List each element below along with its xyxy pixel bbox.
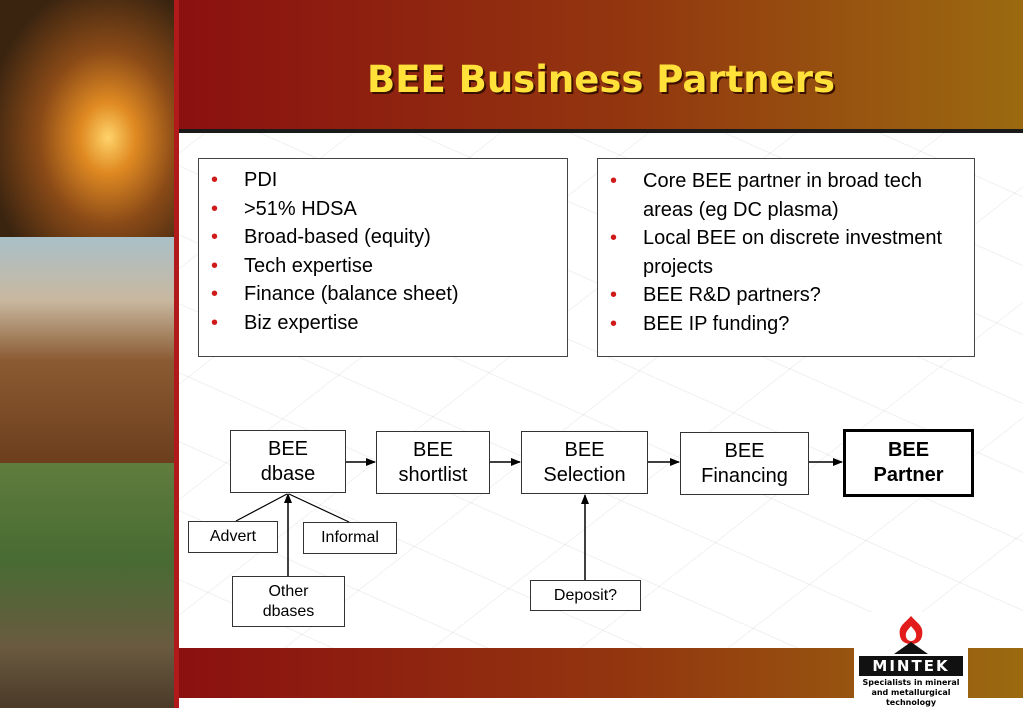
bullet-icon: • — [610, 284, 618, 306]
bullet-icon: • — [211, 254, 219, 277]
input-label: Informal — [321, 529, 379, 546]
bullet-icon: • — [211, 226, 219, 248]
partner-criteria-box: • PDI • >51% HDSA • Broad-based (equity) • T… — [198, 158, 568, 357]
header-divider — [179, 129, 1023, 133]
list-item: • Tech expertise — [209, 252, 557, 281]
list-item-text: Local BEE on discrete investment project… — [643, 227, 943, 278]
mintek-tagline: Specialists in mineral and metallurgical… — [862, 678, 960, 707]
page-title: BEE Business Partners — [367, 58, 835, 101]
photo-strip — [0, 0, 174, 708]
list-item: • Biz expertise — [209, 309, 557, 338]
list-item-text: Core BEE partner in broad tech areas (eg… — [643, 170, 923, 221]
list-item: • Finance (balance sheet) — [209, 280, 557, 309]
line-informal-to-dbase — [288, 493, 350, 523]
line-advert-to-dbase — [235, 493, 288, 522]
flow-node-label: BEE Selection — [543, 438, 626, 486]
list-item: • Broad-based (equity) — [209, 223, 557, 252]
partner-types-list: • Core BEE partner in broad tech areas (e… — [608, 167, 964, 338]
bullet-icon: • — [610, 312, 618, 335]
vertical-accent-rule — [174, 0, 179, 708]
field-workers-photo — [0, 463, 174, 708]
list-item: • Local BEE on discrete investment projec… — [608, 224, 964, 281]
flow-node-bee-selection: BEE Selection — [521, 431, 648, 494]
partner-criteria-list: • PDI • >51% HDSA • Broad-based (equity) • T… — [209, 166, 557, 337]
bullet-icon: • — [211, 283, 219, 305]
flow-node-label: BEE dbase — [260, 437, 316, 485]
flow-node-label: BEE shortlist — [398, 438, 468, 486]
smelter-photo — [0, 0, 174, 237]
list-item-text: BEE IP funding? — [643, 312, 790, 335]
flow-node-label: BEE Partner — [873, 439, 944, 486]
bullet-icon: • — [211, 197, 219, 220]
bullet-icon: • — [610, 170, 618, 192]
list-item-text: Biz expertise — [244, 311, 359, 334]
input-other-dbases: Other dbases — [232, 576, 345, 627]
list-item-text: PDI — [244, 169, 278, 191]
mintek-logo: MINTEK Specialists in mineral and metall… — [854, 612, 968, 707]
input-deposit: Deposit? — [530, 580, 641, 611]
list-item-text: BEE R&D partners? — [643, 284, 821, 306]
flame-icon — [894, 616, 928, 654]
mining-site-photo — [0, 237, 174, 463]
list-item-text: Finance (balance sheet) — [244, 283, 459, 305]
header-band — [179, 0, 1023, 129]
list-item-text: Tech expertise — [244, 254, 373, 277]
flow-node-label: BEE Financing — [701, 439, 788, 487]
list-item: • BEE R&D partners? — [608, 281, 964, 310]
flow-node-bee-shortlist: BEE shortlist — [376, 431, 490, 494]
list-item-text: >51% HDSA — [244, 197, 357, 220]
flow-node-bee-dbase: BEE dbase — [230, 430, 346, 493]
list-item-text: Broad-based (equity) — [244, 226, 431, 248]
bullet-icon: • — [610, 227, 618, 249]
flow-node-bee-financing: BEE Financing — [680, 432, 809, 495]
input-label: Advert — [209, 528, 257, 545]
input-informal: Informal — [303, 522, 397, 554]
input-advert: Advert — [188, 521, 278, 553]
partner-types-box: • Core BEE partner in broad tech areas (e… — [597, 158, 975, 357]
list-item: • >51% HDSA — [209, 195, 557, 224]
input-label: Deposit? — [553, 586, 618, 604]
list-item: • BEE IP funding? — [608, 310, 964, 339]
bullet-icon: • — [211, 311, 219, 334]
input-label: Other dbases — [262, 582, 315, 620]
list-item: • PDI — [209, 166, 557, 195]
bullet-icon: • — [211, 169, 219, 191]
mintek-wordmark: MINTEK — [859, 656, 963, 676]
list-item: • Core BEE partner in broad tech areas (e… — [608, 167, 964, 224]
flow-node-bee-partner: BEE Partner — [843, 429, 974, 497]
